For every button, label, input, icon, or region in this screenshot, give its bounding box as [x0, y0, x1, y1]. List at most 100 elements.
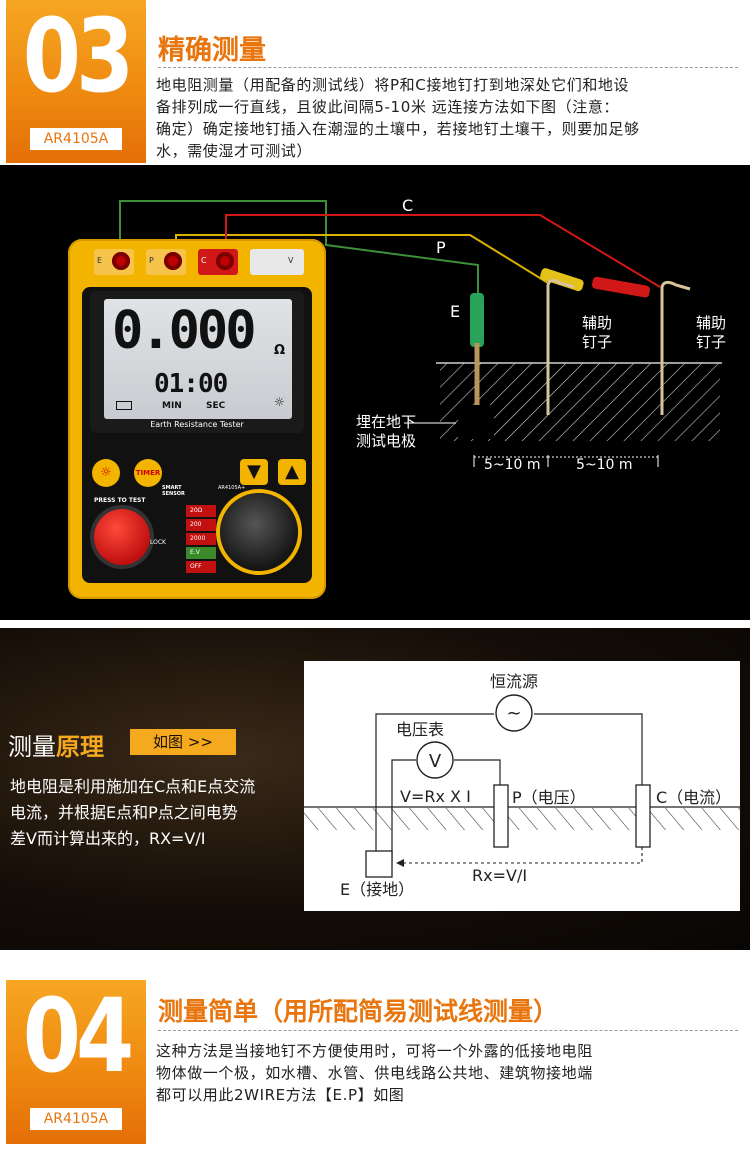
- lcd-unit: Ω: [274, 343, 286, 358]
- connection-diagram-svg: C P E 辅助 钉子 辅助 钉子 埋在地下 测试电极 5~10 m 5~10 …: [119, 196, 726, 473]
- see-figure-button[interactable]: 如图 >>: [130, 729, 236, 755]
- wire-source-c: [534, 713, 643, 793]
- lcd-timer: 01:00: [154, 369, 228, 399]
- lcd-screen: [104, 299, 292, 419]
- range-item: 2000: [186, 533, 216, 545]
- lcd-reading: 0.000: [112, 301, 257, 361]
- principle-heading: 测量原理: [8, 727, 104, 762]
- desc-line: 都可以用此2WIRE方法【E.P】如图: [156, 1086, 405, 1104]
- e-label: E（接地）: [340, 880, 414, 899]
- lcd-min: MIN: [162, 401, 182, 411]
- title-divider: [158, 67, 738, 68]
- title-divider: [158, 1030, 738, 1031]
- principle-text: 地电阻是利用施加在C点和E点交流 电流，并根据E点和P点之间电势 差V而计算出来…: [10, 774, 310, 852]
- range-scale: 20Ω 200 2000 E.V OFF: [186, 505, 216, 577]
- stake-p: [546, 278, 575, 415]
- distance-label-1: 5~10 m: [484, 457, 541, 473]
- stake-label-2b: 钉子: [696, 333, 726, 351]
- jack-e[interactable]: E: [94, 249, 134, 275]
- source-label: 恒流源: [490, 672, 538, 691]
- press-to-test-button[interactable]: [94, 509, 150, 565]
- clip-p: [540, 268, 584, 292]
- backlight-icon: ☼: [274, 395, 285, 409]
- model-tag: AR4105A: [30, 1108, 122, 1130]
- light-button[interactable]: ☼: [92, 459, 120, 487]
- model-tag: AR4105A: [30, 128, 122, 150]
- wire-label-c: C: [402, 196, 413, 215]
- stake-label-1b: 钉子: [582, 333, 612, 351]
- rx-label: Rx=V/I: [472, 866, 527, 885]
- jack-tag: C: [201, 256, 207, 265]
- connection-photo: C P E 辅助 钉子 辅助 钉子 埋在地下 测试电极 5~10 m 5~10 …: [0, 165, 750, 620]
- battery-icon: [116, 401, 132, 410]
- range-item: E.V: [186, 547, 216, 559]
- wire-voltmeter-p: [454, 759, 501, 785]
- wire-label-p: P: [436, 238, 446, 257]
- voltmeter-symbol: [416, 741, 454, 779]
- electrode-e: [365, 850, 393, 878]
- section-number-badge: 04 AR4105A: [6, 980, 146, 1144]
- stake-label-2a: 辅助: [696, 314, 726, 332]
- principle-line: 电流，并根据E点和P点之间电势: [10, 803, 238, 822]
- jack-tag: V: [288, 256, 294, 265]
- lock-label: LOCK: [150, 539, 166, 546]
- stake-label-1a: 辅助: [582, 314, 612, 332]
- up-button[interactable]: ▲: [278, 459, 306, 485]
- heading-part-accent: 原理: [56, 733, 104, 761]
- section-number: 04: [22, 977, 134, 1096]
- desc-line: 备排列成一行直线，且彼此间隔5-10米 远连接方法如下图（注意：: [156, 98, 620, 116]
- voltmeter-label: 电压表: [396, 720, 444, 739]
- section-title: 精确测量: [158, 35, 266, 66]
- principle-line: 差V而计算出来的，RX=V/I: [10, 829, 206, 848]
- section-number: 03: [22, 0, 134, 116]
- jack-p[interactable]: P: [146, 249, 186, 275]
- current-arrow-icon: [396, 859, 404, 867]
- principle-panel: 测量原理 如图 >> 地电阻是利用施加在C点和E点交流 电流，并根据E点和P点之…: [0, 628, 750, 950]
- formula-label: V=Rx X I: [400, 787, 471, 806]
- range-item: 20Ω: [186, 505, 216, 517]
- range-item: 200: [186, 519, 216, 531]
- wire-c: [225, 214, 661, 288]
- p-label: P（电压）: [512, 788, 586, 807]
- desc-line: 水，需使湿才可测试）: [156, 142, 313, 160]
- stake-c: [660, 280, 691, 415]
- jack-v[interactable]: V: [250, 249, 304, 275]
- buried-label-b: 测试电极: [356, 432, 416, 450]
- desc-line: 确定）确定接地钉插入在潮湿的土壤中，若接地钉土壤干，则要加足够: [156, 120, 640, 138]
- section-description: 地电阻测量（用配备的测试线）将P和C接地钉打到地深处它们和地设 备排列成一行直线…: [156, 74, 750, 162]
- tester-label: Earth Resistance Tester: [150, 420, 244, 429]
- buried-label-a: 埋在地下: [356, 413, 416, 431]
- wire-label-e: E: [450, 302, 460, 321]
- desc-line: 物体做一个极，如水槽、水管、供电线路公共地、建筑物接地端: [156, 1064, 593, 1082]
- lcd-sec: SEC: [206, 401, 226, 411]
- electrode-c: [635, 784, 651, 848]
- clip-c: [592, 276, 650, 298]
- principle-line: 地电阻是利用施加在C点和E点交流: [10, 777, 256, 796]
- heading-part: 测量: [8, 733, 56, 761]
- principle-diagram-svg: ~ 恒流源 V 电压表 V=Rx X I P（电压） C（电流） E（接地） R…: [304, 672, 740, 899]
- clip-e: [470, 293, 484, 347]
- c-label: C（电流）: [656, 788, 731, 807]
- wire-e-voltmeter: [391, 759, 416, 861]
- jack-tag: P: [149, 256, 154, 265]
- press-to-test-label: PRESS TO TEST: [94, 497, 146, 504]
- section-description: 这种方法是当接地钉不方便使用时，可将一个外露的低接地电阻 物体做一个极，如水槽、…: [156, 1040, 736, 1106]
- jack-tag: E: [97, 256, 103, 265]
- source-tilde: ~: [506, 703, 521, 724]
- range-item: OFF: [186, 561, 216, 573]
- jack-c[interactable]: C: [198, 249, 238, 275]
- desc-line: 这种方法是当接地钉不方便使用时，可将一个外露的低接地电阻: [156, 1042, 593, 1060]
- voltmeter-v: V: [429, 751, 442, 772]
- ground-hatch: [304, 808, 740, 830]
- timer-button[interactable]: TIMER: [134, 459, 162, 487]
- current-path: [398, 847, 643, 864]
- section-title: 测量简单（用所配简易测试线测量）: [158, 997, 559, 1026]
- wire-e-source: [375, 713, 494, 871]
- current-source-symbol: [495, 694, 533, 732]
- terminal-jacks: E P C V: [94, 249, 304, 275]
- wire-e: [119, 200, 479, 325]
- rotary-knob[interactable]: [220, 493, 298, 571]
- distance-label-2: 5~10 m: [576, 457, 633, 473]
- down-button[interactable]: ▼: [240, 459, 268, 485]
